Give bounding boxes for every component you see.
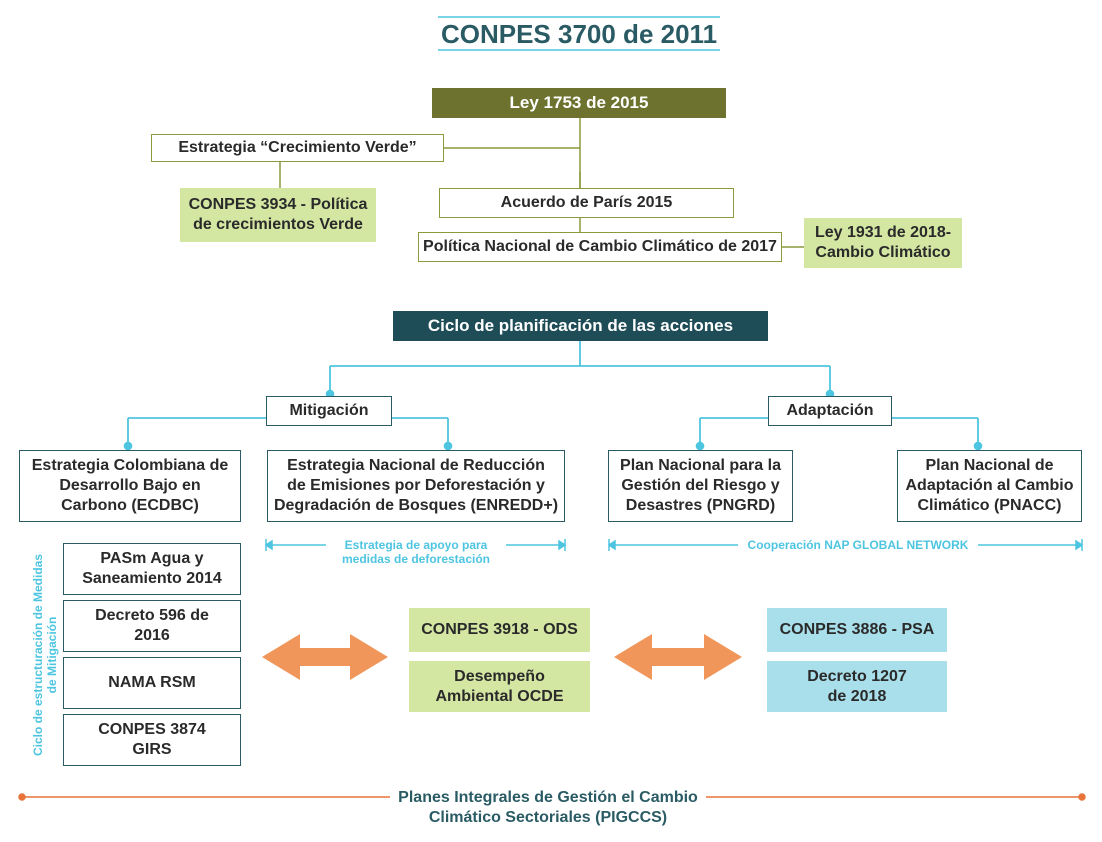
nama-rsm-box: NAMA RSM [63, 657, 241, 709]
page-title: CONPES 3700 de 2011 [440, 19, 718, 49]
decreto-596-box: Decreto 596 de 2016 [63, 600, 241, 652]
ley-1753-box: Ley 1753 de 2015 [432, 88, 726, 118]
conpes-3874-box: CONPES 3874 GIRS [63, 714, 241, 766]
desempeno-ocde-box: Desempeño Ambiental OCDE [409, 661, 590, 712]
ecdbc-box: Estrategia Colombiana de Desarrollo Bajo… [19, 450, 241, 522]
double-arrow-right [614, 634, 742, 680]
pasm-box: PASm Agua y Saneamiento 2014 [63, 543, 241, 595]
conpes-3934-box: CONPES 3934 - Política de crecimientos V… [180, 188, 376, 242]
crecimiento-verde-box: Estrategia “Crecimiento Verde” [151, 134, 444, 162]
ley-1931-box: Ley 1931 de 2018- Cambio Climático [804, 218, 962, 268]
enredd-box: Estrategia Nacional de Reducción de Emis… [267, 450, 565, 522]
politica-nacional-box: Política Nacional de Cambio Climático de… [418, 232, 782, 262]
pigccs-line [18, 793, 1086, 801]
double-arrow-left [262, 634, 388, 680]
ciclo-planificacion-box: Ciclo de planificación de las acciones [393, 311, 768, 341]
decreto-1207-box: Decreto 1207 de 2018 [767, 661, 947, 712]
top-connectors [279, 118, 804, 248]
pngrd-box: Plan Nacional para la Gestión del Riesgo… [608, 450, 793, 522]
acuerdo-paris-box: Acuerdo de París 2015 [439, 188, 734, 218]
pigccs-label: Planes Integrales de Gestión el Cambio C… [398, 789, 698, 826]
double-arrows [262, 634, 742, 680]
cooperacion-label: Cooperación NAP GLOBAL NETWORK [738, 538, 978, 554]
pnacc-box: Plan Nacional de Adaptación al Cambio Cl… [897, 450, 1082, 522]
adaptacion-box: Adaptación [768, 396, 892, 426]
conpes-3918-box: CONPES 3918 - ODS [409, 608, 590, 652]
mitigacion-box: Mitigación [266, 396, 392, 426]
ciclo-medidas-label: Ciclo de estructuración de Medidas de Mi… [31, 531, 61, 779]
conpes-3886-box: CONPES 3886 - PSA [767, 608, 947, 652]
estrategia-apoyo-label: Estrategia de apoyo para medidas de defo… [326, 538, 506, 568]
cycle-connectors [123, 341, 983, 451]
